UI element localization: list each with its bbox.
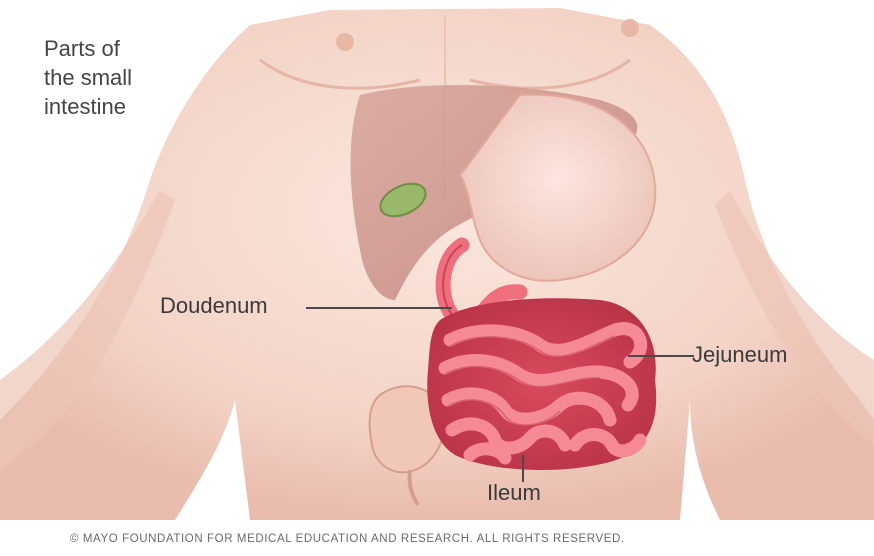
jejunum-label: Jejuneum [692,342,787,368]
duodenum-label: Doudenum [160,293,268,319]
left-nipple [336,33,354,51]
copyright-notice: © MAYO FOUNDATION FOR MEDICAL EDUCATION … [70,533,625,545]
ileum-label: Ileum [487,480,541,506]
figure-title: Parts of the small intestine [44,34,132,121]
right-nipple [621,19,639,37]
